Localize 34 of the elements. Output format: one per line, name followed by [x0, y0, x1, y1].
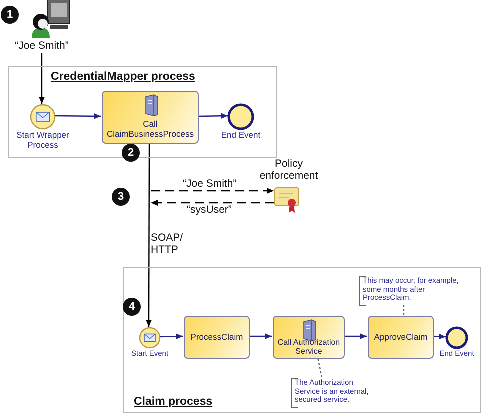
arrow [158, 334, 184, 340]
task-box [273, 316, 345, 359]
callout-number: 1 [1, 6, 19, 24]
arrow [432, 334, 446, 340]
arrow [39, 53, 45, 104]
arrow [151, 200, 274, 206]
pool-container [8, 66, 277, 158]
task-label: ApproveClaim [373, 332, 429, 342]
edge-label: “sysUser” [186, 204, 233, 216]
event-label: End Event [220, 131, 262, 141]
arrow [54, 113, 101, 120]
callout-number: 4 [123, 298, 141, 316]
leader-line [403, 305, 405, 315]
callout-number: 2 [122, 144, 140, 162]
arrow [151, 188, 274, 194]
task-label: ProcessClaim [190, 332, 244, 342]
event-label: Start Wrapper Process [16, 131, 70, 151]
arrow [249, 334, 272, 340]
callout-number: 3 [112, 188, 130, 206]
pool-title: CredentialMapper process [51, 71, 196, 83]
arrow [198, 113, 228, 120]
task-box [368, 316, 434, 359]
arrow [344, 334, 367, 340]
task-box [184, 316, 250, 359]
task-label: Call ClaimBusinessProcess [106, 120, 195, 140]
node-caption: Policy enforcement [258, 158, 320, 182]
pool-container [123, 267, 481, 413]
user-caption: “Joe Smith” [14, 40, 70, 52]
task-box [102, 91, 199, 144]
leader-line [317, 358, 323, 378]
pool-title: Claim process [134, 396, 213, 408]
task-label: Call Authorization Service [276, 338, 342, 356]
arrow [146, 143, 152, 327]
edge-label: “Joe Smith” [182, 178, 238, 190]
